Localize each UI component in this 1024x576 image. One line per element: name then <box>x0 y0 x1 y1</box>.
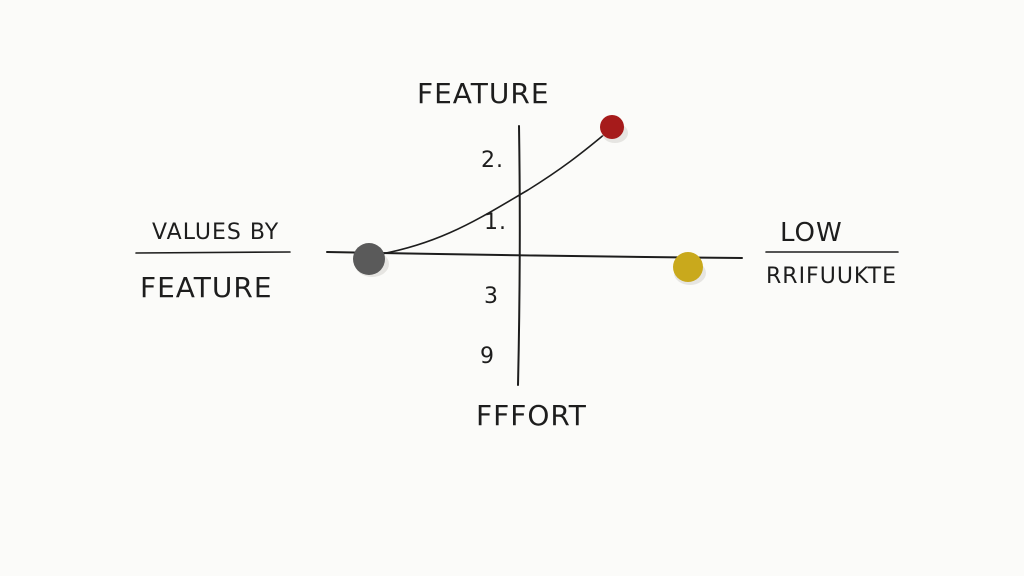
tick-label: 2. <box>481 148 504 173</box>
left-label-line2: FEATURE <box>140 271 273 304</box>
tick-label: 1. <box>484 210 507 235</box>
right-label-line2: RRIFUUKTE <box>766 264 897 289</box>
tick-label: 3 <box>484 284 499 309</box>
trend-curve <box>369 127 613 257</box>
yellow-dot <box>673 252 706 285</box>
red-dot <box>600 115 628 143</box>
right-label-line1: LOW <box>780 218 843 248</box>
vertical-axis-line <box>517 125 521 386</box>
gray-dot <box>353 243 389 277</box>
left-label-divider <box>135 251 291 254</box>
vertical-axis-top-label: FEATURE <box>417 77 550 110</box>
vertical-axis-bottom-label: FFFORT <box>476 399 587 432</box>
tick-label: 9 <box>480 344 495 369</box>
left-label-line1: VALUES BY <box>152 220 280 245</box>
